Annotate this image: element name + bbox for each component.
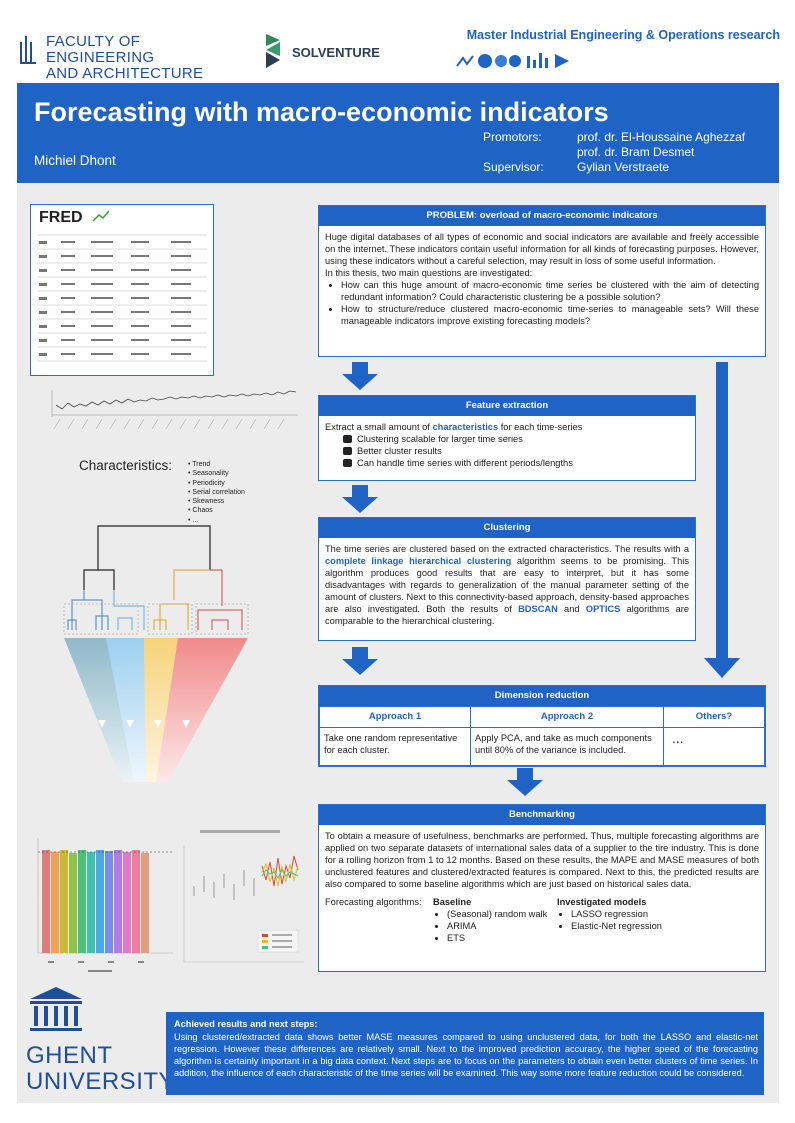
feature-benefit: Clustering scalable for larger time seri… — [343, 433, 689, 445]
investigated-item: LASSO regression — [571, 908, 662, 920]
feature-title: Feature extraction — [319, 396, 695, 416]
supervisor-label: Supervisor: — [483, 160, 544, 174]
clustering-text-2: algorithm seems to be promising. This al… — [325, 556, 689, 614]
others-cell: ... — [663, 727, 765, 766]
question-2: How to structure/reduce clustered macro-… — [341, 303, 759, 327]
benchmark-bar-chart-graphic — [37, 838, 173, 972]
characteristic-item: ... — [188, 516, 245, 525]
approach-2-header: Approach 2 — [470, 706, 664, 728]
author: Michiel Dhont — [34, 153, 116, 168]
long-down-arrow-icon — [704, 362, 740, 678]
characteristics-list: Trend Seasonality Periodicity Serial cor… — [188, 460, 245, 525]
feature-extraction-box: Feature extraction Extract a small amoun… — [318, 395, 696, 481]
faculty-bars-icon — [20, 36, 36, 64]
investigated-item: Elastic-Net regression — [571, 920, 662, 932]
supervisor: Gylian Verstraete — [577, 160, 670, 174]
baseline-item: (Seasonal) random walk — [447, 908, 547, 920]
baseline-title: Baseline — [433, 897, 472, 907]
benchmarking-title: Benchmarking — [319, 805, 765, 825]
dimension-title: Dimension reduction — [319, 686, 765, 706]
feature-benefit: Can handle time series with different pe… — [343, 457, 689, 469]
clustering-highlight-3: OPTICS — [585, 604, 621, 614]
ghent-line-2: UNIVERSITY — [26, 1068, 176, 1095]
approach-2-cell: Apply PCA, and take as much components u… — [470, 727, 664, 766]
feature-benefit: Better cluster results — [343, 445, 689, 457]
clustering-text-3: and — [557, 604, 586, 614]
promotors-label: Promotors: — [483, 130, 542, 144]
fred-screenshot: FRED — [30, 204, 214, 376]
promotor-2: prof. dr. Bram Desmet — [577, 145, 695, 159]
clustering-title: Clustering — [319, 518, 695, 538]
results-text: Using clustered/extracted data shows bet… — [174, 1032, 758, 1078]
feature-intro-b: for each time-series — [498, 422, 583, 432]
benchmark-line-chart-graphic — [183, 830, 304, 963]
problem-paragraph: Huge digital databases of all types of e… — [325, 232, 759, 266]
benchmarking-box: Benchmarking To obtain a measure of usef… — [318, 804, 766, 972]
problem-box: PROBLEM: overload of macro-economic indi… — [318, 205, 766, 357]
feature-intro-a: Extract a small amount of — [325, 422, 433, 432]
characteristic-item: Trend — [188, 460, 245, 469]
dimension-table: Approach 1 Approach 2 Others? Take one r… — [319, 706, 765, 766]
clustering-text-4: algorithms are comparable to the hierarc… — [325, 604, 689, 626]
program-icons — [456, 53, 569, 68]
fred-table-graphic — [37, 210, 207, 362]
question-1: How can this huge amount of macro-econom… — [341, 279, 759, 303]
promotor-1: prof. dr. El-Houssaine Aghezzaf — [577, 130, 746, 144]
header-band: Forecasting with macro-economic indicato… — [17, 83, 779, 183]
problem-questions-intro: In this thesis, two main questions are i… — [325, 268, 533, 278]
characteristics-label: Characteristics: — [79, 458, 173, 473]
clustering-box: Clustering The time series are clustered… — [318, 517, 696, 641]
characteristic-item: Periodicity — [188, 479, 245, 488]
clustering-text-1: The time series are clustered based on t… — [325, 544, 689, 554]
clustering-highlight-2: BDSCAN — [518, 604, 558, 614]
fred-logo: FRED — [39, 209, 83, 226]
poster-title: Forecasting with macro-economic indicato… — [34, 97, 609, 127]
faculty-line-1: FACULTY OF ENGINEERING — [46, 33, 155, 66]
university-building-icon — [30, 987, 82, 1031]
characteristic-item: Chaos — [188, 506, 245, 515]
solventure-logo: SOLVENTURE — [262, 32, 402, 72]
approach-1-cell: Take one random representative for each … — [319, 727, 471, 766]
characteristics-plot — [51, 390, 298, 430]
baseline-item: ETS — [447, 932, 547, 944]
investigated-title: Investigated models — [557, 897, 647, 907]
faculty-logo: FACULTY OF ENGINEERING AND ARCHITECTURE — [20, 32, 220, 82]
dendrogram-funnel-graphic — [63, 525, 249, 782]
baseline-item: ARIMA — [447, 920, 547, 932]
program-title: Master Industrial Engineering & Operatio… — [466, 28, 780, 42]
dimension-reduction-box: Dimension reduction Approach 1 Approach … — [318, 685, 766, 767]
approach-1-header: Approach 1 — [319, 706, 471, 728]
results-box: Achieved results and next steps: Using c… — [166, 1012, 764, 1095]
others-header: Others? — [663, 706, 765, 728]
characteristic-item: Seasonality — [188, 469, 245, 478]
results-title: Achieved results and next steps: — [174, 1019, 318, 1029]
benchmarking-paragraph: To obtain a measure of usefulness, bench… — [325, 831, 759, 889]
ghent-university-logo: GHENT UNIVERSITY — [24, 985, 175, 1095]
algorithms-label: Forecasting algorithms: — [325, 897, 422, 907]
down-arrow-icon — [342, 362, 378, 390]
problem-title: PROBLEM: overload of macro-economic indi… — [319, 206, 765, 226]
ghent-line-1: GHENT — [26, 1042, 113, 1069]
clustering-highlight-1: complete linkage hierarchical clustering — [325, 556, 512, 566]
down-arrow-icon — [507, 768, 543, 796]
faculty-line-2: AND ARCHITECTURE — [46, 65, 204, 82]
down-arrow-icon — [342, 647, 378, 675]
solventure-icon — [266, 34, 280, 68]
characteristic-item: Serial correlation — [188, 488, 245, 497]
down-arrow-icon — [342, 485, 378, 513]
characteristic-item: Skewness — [188, 497, 245, 506]
solventure-name: SOLVENTURE — [292, 45, 380, 60]
feature-intro-highlight: characteristics — [432, 422, 499, 432]
